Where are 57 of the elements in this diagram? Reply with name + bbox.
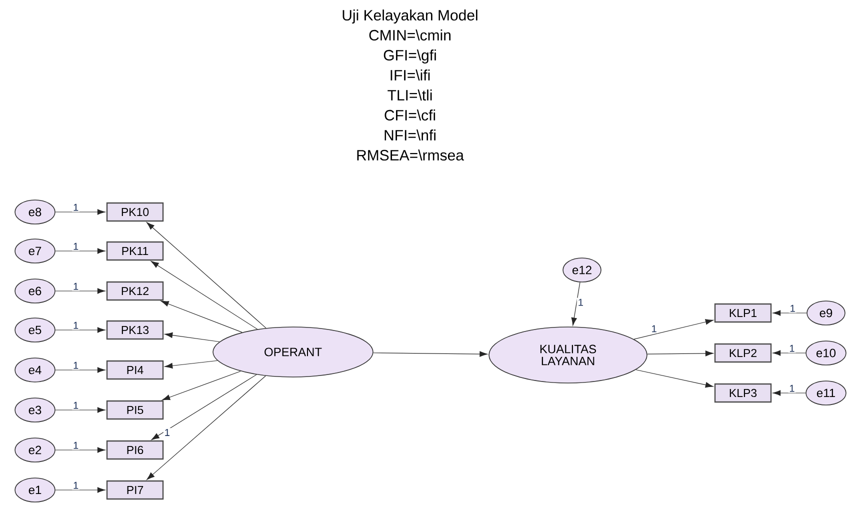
fit-index-label: IFI=\ifi	[390, 70, 430, 81]
observed-variable-box: PK13	[106, 320, 164, 340]
fit-index-label: TLI=\tli	[388, 90, 432, 101]
arrow	[772, 350, 806, 356]
arrow	[571, 282, 580, 326]
edge-label: 1	[790, 384, 794, 392]
observed-variable-box: KLP2	[714, 343, 772, 363]
arrow	[772, 310, 807, 316]
edge-label: 1	[74, 204, 78, 211]
arrow	[164, 360, 218, 369]
observed-variable-box: PK12	[106, 281, 164, 301]
observed-variable-box: PI7	[106, 480, 164, 500]
arrow	[634, 319, 714, 340]
edge-label: 1	[165, 429, 170, 436]
edge-label: 1	[790, 344, 794, 352]
arrow	[146, 222, 266, 328]
edge-label: 1	[74, 322, 78, 329]
edge-label: 1	[74, 282, 78, 290]
arrow	[636, 369, 714, 388]
observed-variable-box: PI5	[106, 400, 164, 420]
observed-variable-box: PI6	[106, 440, 164, 460]
edge-label: 1	[74, 242, 78, 250]
observed-variable-box: PI4	[106, 360, 164, 380]
arrow	[772, 390, 806, 396]
edge-label: 1	[74, 362, 78, 369]
arrow	[55, 447, 106, 453]
edge-label: 1	[578, 298, 583, 306]
fit-index-label: GFI=\gfi	[384, 50, 436, 64]
arrow	[55, 288, 106, 294]
observed-variable-box: PK10	[106, 202, 164, 222]
arrow	[150, 261, 258, 330]
arrow	[55, 327, 106, 333]
arrow	[647, 350, 714, 356]
arrow	[55, 487, 106, 493]
arrow	[55, 407, 106, 413]
arrow	[160, 300, 242, 333]
observed-variable-box: KLP3	[714, 383, 772, 403]
arrow	[55, 209, 106, 215]
edge-label: 1	[74, 442, 78, 449]
edge-label: 1	[790, 304, 795, 312]
observed-variable-box: KLP1	[714, 303, 772, 323]
title: Uji Kelayakan Model	[342, 10, 478, 24]
edge-label: 1	[74, 482, 78, 489]
arrow	[151, 374, 257, 440]
observed-variable-box: PK11	[106, 241, 164, 261]
fit-index-label: NFI=\nfi	[384, 130, 436, 141]
arrow	[164, 332, 220, 342]
arrow	[373, 351, 488, 357]
edge-label: 1	[74, 402, 78, 409]
fit-index-label: CFI=\cfi	[384, 110, 436, 121]
arrow	[55, 248, 106, 254]
fit-index-label: RMSEA=\rmsea	[357, 150, 464, 161]
arrow	[55, 367, 106, 373]
arrow	[162, 370, 241, 400]
arrow	[146, 376, 266, 480]
edge-label: 1	[652, 325, 656, 332]
fit-index-label: CMIN=\cmin	[369, 30, 450, 41]
